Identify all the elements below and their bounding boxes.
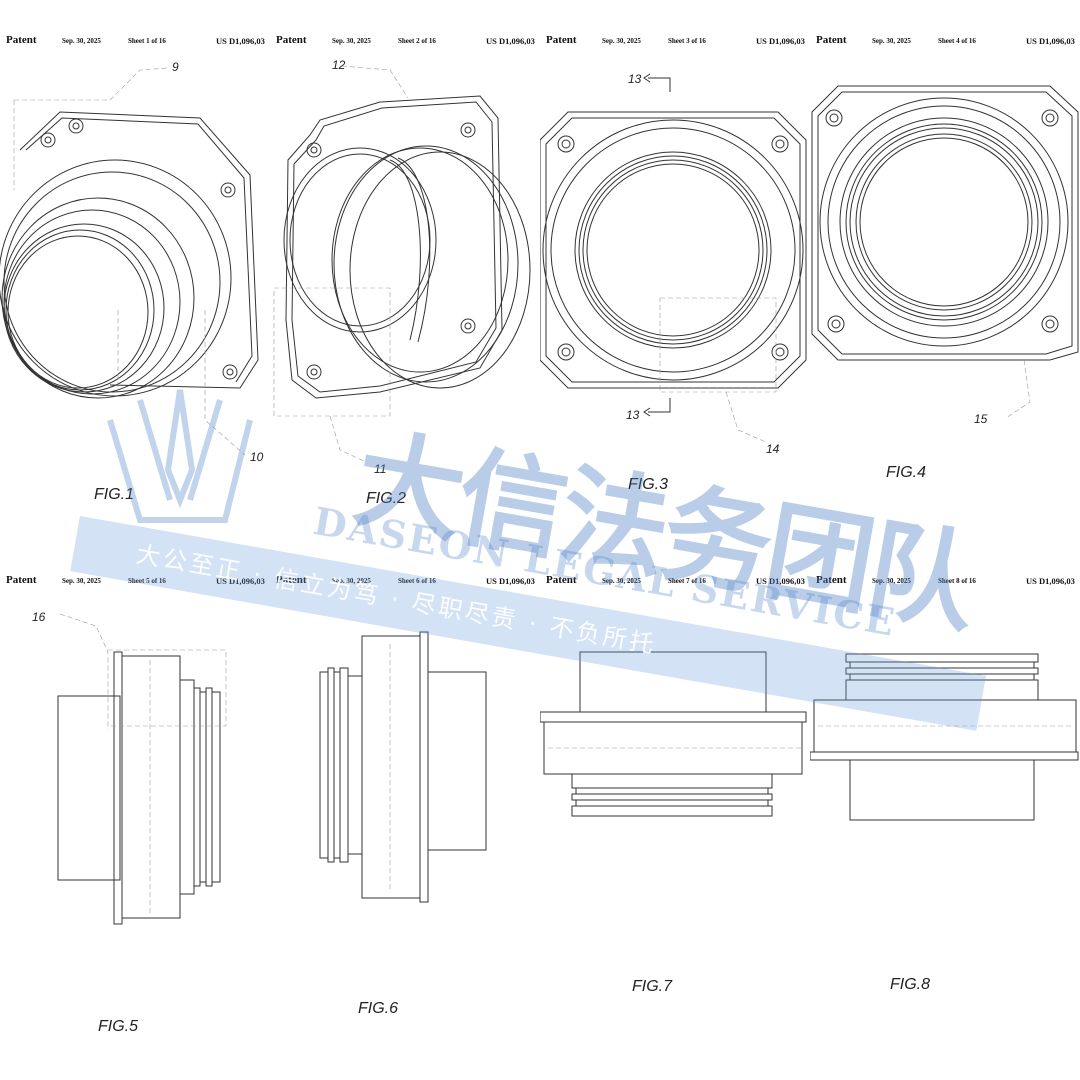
figure-label: FIG.1 bbox=[94, 486, 135, 503]
sheet-number: Sheet 3 of 16 bbox=[668, 37, 706, 45]
fig4-drawing bbox=[811, 85, 1079, 419]
figure-label: FIG.7 bbox=[632, 978, 673, 995]
sheet-header: Patent Sep. 30, 2025 Sheet 1 of 16 US D1… bbox=[0, 34, 270, 48]
ref-13-bottom: 13 bbox=[626, 408, 640, 422]
patent-number: US D1,096,03 bbox=[756, 576, 805, 586]
fig5-drawing bbox=[57, 613, 227, 925]
ref-9: 9 bbox=[172, 60, 179, 74]
patent-date: Sep. 30, 2025 bbox=[602, 37, 641, 45]
sheet-header: Patent Sep. 30, 2025 Sheet 3 of 16 US D1… bbox=[540, 34, 810, 48]
figure-label: FIG.4 bbox=[886, 464, 927, 481]
fig8-drawing bbox=[810, 653, 1079, 821]
patent-date: Sep. 30, 2025 bbox=[872, 577, 911, 585]
patent-label: Patent bbox=[6, 574, 37, 586]
patent-label: Patent bbox=[816, 574, 847, 586]
sheet-5: Patent Sep. 30, 2025 Sheet 5 of 16 US D1… bbox=[0, 540, 270, 1080]
fig3-drawing bbox=[540, 73, 807, 443]
patent-number: US D1,096,03 bbox=[486, 36, 535, 46]
fig2-drawing bbox=[273, 65, 531, 463]
patent-number: US D1,096,03 bbox=[486, 576, 535, 586]
sheet-header: Patent Sep. 30, 2025 Sheet 8 of 16 US D1… bbox=[810, 574, 1080, 588]
patent-label: Patent bbox=[276, 34, 307, 46]
fig1-drawing bbox=[0, 67, 259, 456]
ref-12: 12 bbox=[332, 58, 346, 72]
sheet-3: Patent Sep. 30, 2025 Sheet 3 of 16 US D1… bbox=[540, 0, 810, 540]
patent-number: US D1,096,03 bbox=[216, 576, 265, 586]
patent-label: Patent bbox=[6, 34, 37, 46]
figure-label: FIG.6 bbox=[358, 1000, 399, 1017]
ref-16: 16 bbox=[32, 610, 46, 624]
sheet-number: Sheet 7 of 16 bbox=[668, 577, 706, 585]
figure-label: FIG.8 bbox=[890, 976, 931, 993]
figure-label: FIG.2 bbox=[366, 490, 407, 507]
figure-label: FIG.5 bbox=[98, 1018, 139, 1035]
fig7-drawing bbox=[540, 651, 807, 817]
sheet-6: Patent Sep. 30, 2025 Sheet 6 of 16 US D1… bbox=[270, 540, 540, 1080]
sheet-header: Patent Sep. 30, 2025 Sheet 4 of 16 US D1… bbox=[810, 34, 1080, 48]
figure-label: FIG.3 bbox=[628, 476, 669, 493]
sheet-number: Sheet 8 of 16 bbox=[938, 577, 976, 585]
sheet-7: Patent Sep. 30, 2025 Sheet 7 of 16 US D1… bbox=[540, 540, 810, 1080]
sheet-header: Patent Sep. 30, 2025 Sheet 6 of 16 US D1… bbox=[270, 574, 540, 588]
patent-label: Patent bbox=[546, 574, 577, 586]
ref-14: 14 bbox=[766, 442, 780, 456]
patent-number: US D1,096,03 bbox=[216, 36, 265, 46]
ref-10: 10 bbox=[250, 450, 264, 464]
patent-date: Sep. 30, 2025 bbox=[872, 37, 911, 45]
patent-date: Sep. 30, 2025 bbox=[602, 577, 641, 585]
ref-13-top: 13 bbox=[628, 72, 642, 86]
sheet-1: Patent Sep. 30, 2025 Sheet 1 of 16 US D1… bbox=[0, 0, 270, 540]
sheet-number: Sheet 1 of 16 bbox=[128, 37, 166, 45]
patent-label: Patent bbox=[276, 574, 307, 586]
patent-number: US D1,096,03 bbox=[1026, 36, 1075, 46]
sheet-2: Patent Sep. 30, 2025 Sheet 2 of 16 US D1… bbox=[270, 0, 540, 540]
ref-11: 11 bbox=[374, 462, 387, 476]
patent-number: US D1,096,03 bbox=[756, 36, 805, 46]
patent-label: Patent bbox=[816, 34, 847, 46]
ref-15: 15 bbox=[974, 412, 988, 426]
patent-date: Sep. 30, 2025 bbox=[332, 37, 371, 45]
sheet-number: Sheet 2 of 16 bbox=[398, 37, 436, 45]
patent-date: Sep. 30, 2025 bbox=[62, 577, 101, 585]
sheet-number: Sheet 4 of 16 bbox=[938, 37, 976, 45]
patent-number: US D1,096,03 bbox=[1026, 576, 1075, 586]
patent-label: Patent bbox=[546, 34, 577, 46]
sheet-8: Patent Sep. 30, 2025 Sheet 8 of 16 US D1… bbox=[810, 540, 1080, 1080]
sheet-header: Patent Sep. 30, 2025 Sheet 2 of 16 US D1… bbox=[270, 34, 540, 48]
sheet-number: Sheet 5 of 16 bbox=[128, 577, 166, 585]
patent-date: Sep. 30, 2025 bbox=[332, 577, 371, 585]
sheet-4: Patent Sep. 30, 2025 Sheet 4 of 16 US D1… bbox=[810, 0, 1080, 540]
sheet-header: Patent Sep. 30, 2025 Sheet 7 of 16 US D1… bbox=[540, 574, 810, 588]
fig6-drawing bbox=[319, 631, 487, 903]
sheet-header: Patent Sep. 30, 2025 Sheet 5 of 16 US D1… bbox=[0, 574, 270, 588]
patent-date: Sep. 30, 2025 bbox=[62, 37, 101, 45]
sheet-number: Sheet 6 of 16 bbox=[398, 577, 436, 585]
